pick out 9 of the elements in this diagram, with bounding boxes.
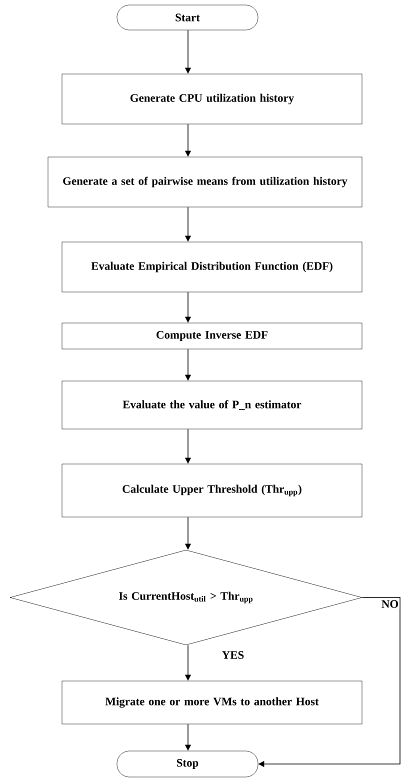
process-box: Evaluate the value of P_n estimator — [62, 380, 362, 430]
process-box: Evaluate Empirical Distribution Function (EDF) — [62, 242, 362, 292]
process-box: Calculate Upper Threshold (Thr$_{upp}$) — [62, 464, 362, 518]
process-box: Migrate one or more VMs to another Host — [62, 680, 362, 724]
process-box: Compute Inverse EDF — [62, 322, 362, 350]
edge-label: YES — [222, 651, 244, 659]
process-box: Generate CPU utilization history — [62, 74, 362, 124]
process-box: Generate a set of pairwise means from utilization history — [48, 156, 362, 208]
edge-label: NO — [382, 600, 398, 608]
